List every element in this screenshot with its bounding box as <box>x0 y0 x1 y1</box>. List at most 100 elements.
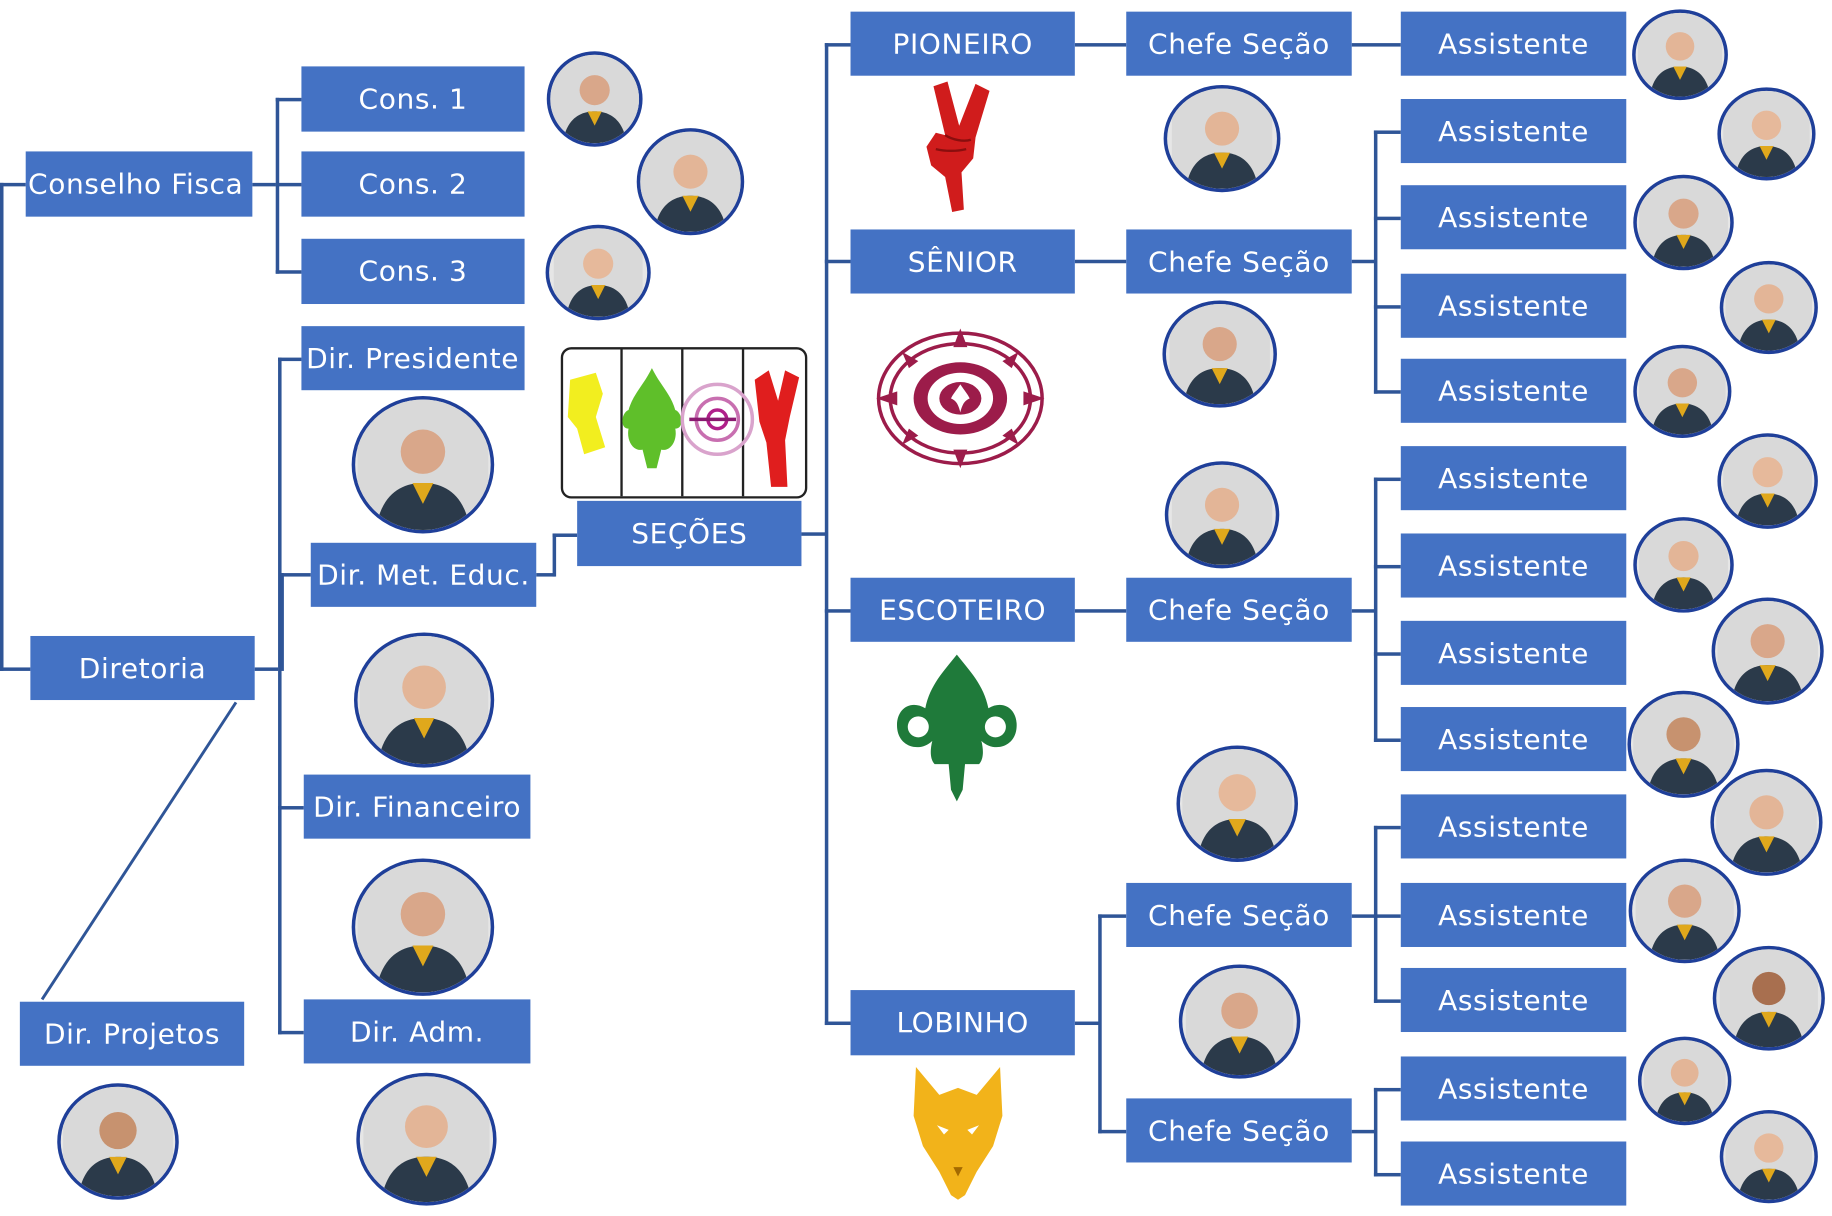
connector-line <box>252 182 276 187</box>
dir-met-educ-box: Dir. Met. Educ. <box>310 542 537 607</box>
diretoria-box: Diretoria <box>30 635 255 701</box>
wolf-head-icon <box>909 1065 1007 1200</box>
person-photo-icon <box>1633 344 1732 438</box>
person-photo-icon <box>1628 858 1741 964</box>
connector-line <box>278 357 282 1035</box>
assistente-box: Assistente <box>1400 967 1627 1033</box>
assistente-box: Assistente <box>1400 446 1627 511</box>
person-photo-icon <box>1711 597 1824 705</box>
connector-line <box>1373 216 1401 221</box>
connector-line <box>1373 477 1401 482</box>
connector-line <box>0 182 4 671</box>
conselho-fiscal-box: Conselho Fisca <box>25 151 253 217</box>
person-photo-icon <box>351 396 495 534</box>
assistente-box: Assistente <box>1400 1056 1627 1121</box>
person-photo-icon <box>351 858 495 996</box>
person-photo-icon <box>1633 174 1734 271</box>
escoteiro-box: ESCOTEIRO <box>850 577 1075 642</box>
connector-line <box>1074 609 1127 613</box>
connector-line <box>1351 1129 1376 1134</box>
connector-line <box>1351 43 1401 47</box>
connector-line <box>1351 914 1376 918</box>
chefe-secao-box: Chefe Seção <box>1126 11 1352 76</box>
pioneer-hand-icon <box>917 79 999 216</box>
lobinho-box: LOBINHO <box>850 990 1075 1056</box>
connector-line <box>1373 477 1378 742</box>
connector-line <box>275 270 302 274</box>
dir-financeiro-box: Dir. Financeiro <box>303 774 531 839</box>
connector-line <box>1373 999 1401 1003</box>
chefe-secao-box: Chefe Seção <box>1126 1098 1352 1163</box>
person-photo-icon <box>1632 9 1728 101</box>
dir-adm-box: Dir. Adm. <box>303 999 531 1064</box>
secoes-box: SEÇÕES <box>577 500 802 567</box>
connector-line <box>1373 914 1401 918</box>
sections-emblem-icon <box>560 347 808 499</box>
person-photo-icon <box>1719 1110 1818 1204</box>
connector-line <box>824 43 829 1026</box>
connector-line <box>824 259 851 264</box>
connector-line <box>1074 43 1127 47</box>
connector-line <box>1098 914 1102 1134</box>
person-photo-icon <box>1163 85 1281 193</box>
connector-line <box>280 573 311 577</box>
assistente-box: Assistente <box>1400 620 1627 685</box>
person-photo-icon <box>1162 300 1277 408</box>
connector-line <box>275 182 302 187</box>
assistente-box: Assistente <box>1400 1141 1627 1206</box>
person-photo-icon <box>636 128 745 236</box>
connector-line <box>1373 305 1401 309</box>
chefe-secao-box: Chefe Seção <box>1126 229 1352 294</box>
dir-projetos-box: Dir. Projetos <box>19 1001 245 1066</box>
assistente-box: Assistente <box>1400 707 1627 772</box>
connector-line <box>1373 652 1401 656</box>
person-photo-icon <box>1710 768 1823 876</box>
person-photo-icon <box>353 632 495 768</box>
person-photo-icon <box>1637 1036 1732 1126</box>
connector-line <box>824 1021 851 1026</box>
connector-line <box>1373 1172 1401 1177</box>
connector-line <box>536 573 555 577</box>
connector-line <box>280 573 284 671</box>
chefe-secao-box: Chefe Seção <box>1126 577 1352 642</box>
connector-line <box>824 609 851 613</box>
person-photo-icon <box>1719 260 1818 355</box>
person-photo-icon <box>1178 964 1301 1079</box>
connector-line <box>1373 390 1401 394</box>
connector-line <box>0 667 31 671</box>
connector-line <box>1373 130 1401 134</box>
assistente-box: Assistente <box>1400 882 1627 947</box>
cons-1-box: Cons. 1 <box>301 66 525 132</box>
connector-line <box>254 667 279 671</box>
chefe-secao-box: Chefe Seção <box>1126 882 1352 947</box>
connector-line <box>801 532 828 536</box>
connector-line <box>1373 1087 1378 1177</box>
assistente-box: Assistente <box>1400 533 1627 598</box>
compass-rose-icon <box>874 326 1047 470</box>
person-photo-icon <box>545 224 651 321</box>
senior-box: SÊNIOR <box>850 229 1075 294</box>
person-photo-icon <box>1176 745 1298 862</box>
connector-line <box>278 1030 304 1035</box>
connector-line <box>1098 1129 1127 1134</box>
connector-line <box>824 43 851 47</box>
assistente-box: Assistente <box>1400 358 1627 423</box>
connector-line <box>278 357 302 362</box>
connector-line <box>1373 564 1401 569</box>
assistente-box: Assistente <box>1400 794 1627 859</box>
connector-line <box>1351 259 1376 264</box>
assistente-box: Assistente <box>1400 99 1627 164</box>
person-photo-icon <box>1717 87 1816 181</box>
connector-line <box>552 533 578 537</box>
connector-line <box>1098 914 1127 918</box>
connector-line <box>1351 609 1376 613</box>
connector-line <box>278 806 304 810</box>
connector-line <box>275 97 302 102</box>
connector-line <box>552 533 557 577</box>
connector-line <box>1373 1087 1401 1092</box>
connector-line <box>1373 825 1401 830</box>
assistente-box: Assistente <box>1400 273 1627 338</box>
pioneiro-box: PIONEIRO <box>850 11 1075 76</box>
connector-line <box>1373 130 1378 394</box>
